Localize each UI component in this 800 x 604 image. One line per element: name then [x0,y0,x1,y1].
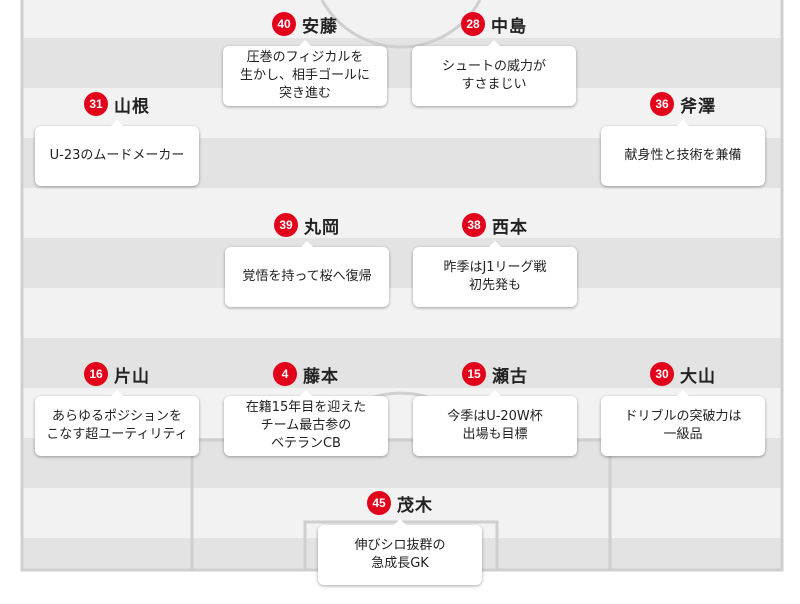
player-name: 丸岡 [304,217,340,238]
player-card: 16 片山 あらゆるポジションを こなす超ユーティリティ [35,359,199,456]
player-card: 31 山根 U-23のムードメーカー [35,89,199,186]
jersey-number-badge: 28 [461,12,485,36]
player-name: 大山 [680,366,716,387]
player-card: 28 中島 シュートの威力が すさまじい [412,9,576,106]
jersey-number-badge: 31 [84,92,108,116]
comment-bubble: 今季はU-20W杯 出場も目標 [413,390,577,456]
player-label: 15 瀬古 [413,359,577,389]
player-card: 38 西本 昨季はJ1リーグ戦 初先発も [413,210,577,307]
player-name: 瀬古 [492,366,528,387]
player-name: 茂木 [397,495,433,516]
player-card: 30 大山 ドリブルの突破力は 一級品 [601,359,765,456]
jersey-number-badge: 38 [462,213,486,237]
jersey-number-badge: 16 [84,362,108,386]
player-name: 片山 [114,366,150,387]
player-name: 中島 [491,16,527,37]
comment-bubble: 献身性と技術を兼備 [601,120,765,186]
player-label: 31 山根 [35,89,199,119]
player-label: 16 片山 [35,359,199,389]
comment-bubble: あらゆるポジションを こなす超ユーティリティ [35,390,199,456]
comment-bubble: ドリブルの突破力は 一級品 [601,390,765,456]
player-label: 4 藤本 [224,359,388,389]
pitch-stripes [22,0,782,570]
player-card: 39 丸岡 覚悟を持って桜へ復帰 [225,210,389,307]
player-card: 40 安藤 圧巻のフィジカルを 生かし、相手ゴールに 突き進む [223,9,387,106]
comment-bubble: 圧巻のフィジカルを 生かし、相手ゴールに 突き進む [223,40,387,106]
jersey-number-badge: 4 [273,362,297,386]
player-label: 38 西本 [413,210,577,240]
player-label: 39 丸岡 [225,210,389,240]
player-label: 30 大山 [601,359,765,389]
jersey-number-badge: 36 [650,92,674,116]
player-label: 45 茂木 [318,488,482,518]
player-label: 40 安藤 [223,9,387,39]
player-name: 斧澤 [680,96,716,117]
player-name: 安藤 [302,16,338,37]
player-card: 4 藤本 在籍15年目を迎えた チーム最古参の ベテランCB [224,359,388,456]
player-card: 36 斧澤 献身性と技術を兼備 [601,89,765,186]
comment-bubble: 在籍15年目を迎えた チーム最古参の ベテランCB [224,390,388,456]
player-name: 藤本 [303,366,339,387]
player-label: 36 斧澤 [601,89,765,119]
jersey-number-badge: 45 [367,491,391,515]
jersey-number-badge: 39 [274,213,298,237]
player-card: 45 茂木 伸びシロ抜群の 急成長GK [318,488,482,585]
comment-bubble: シュートの威力が すさまじい [412,40,576,106]
comment-bubble: 伸びシロ抜群の 急成長GK [318,519,482,585]
comment-bubble: 覚悟を持って桜へ復帰 [225,241,389,307]
jersey-number-badge: 40 [272,12,296,36]
player-label: 28 中島 [412,9,576,39]
player-name: 山根 [114,96,150,117]
jersey-number-badge: 30 [650,362,674,386]
player-name: 西本 [492,217,528,238]
jersey-number-badge: 15 [462,362,486,386]
comment-bubble: 昨季はJ1リーグ戦 初先発も [413,241,577,307]
comment-bubble: U-23のムードメーカー [35,120,199,186]
player-card: 15 瀬古 今季はU-20W杯 出場も目標 [413,359,577,456]
